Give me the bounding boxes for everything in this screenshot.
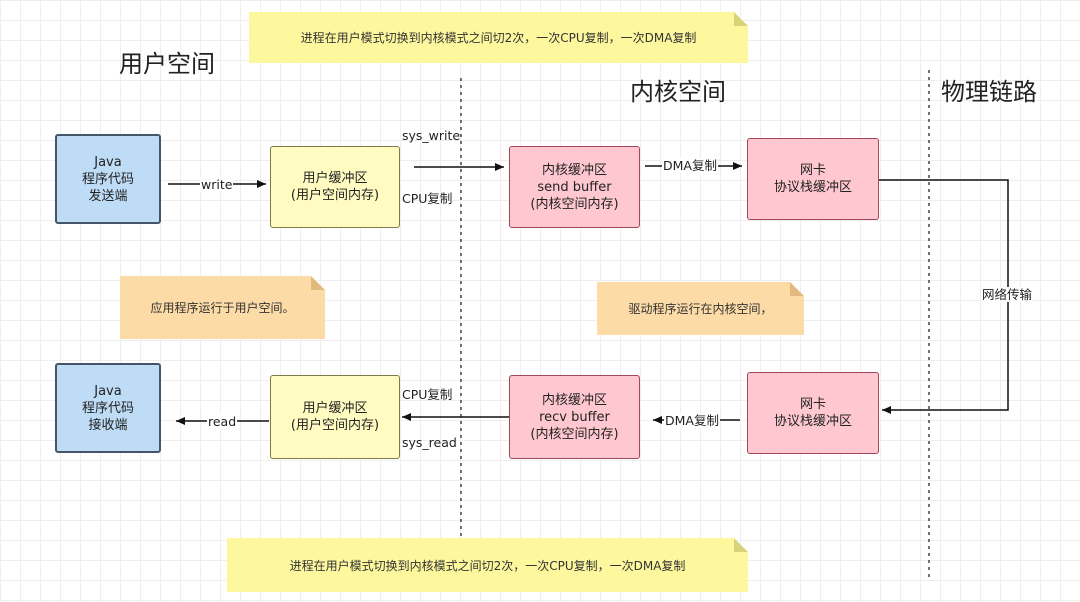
java-receiver-node: Java 程序代码 接收端	[55, 363, 161, 453]
read-label: read	[207, 414, 238, 429]
write-label: write	[200, 177, 234, 192]
cpu-copy-recv-label: CPU复制	[402, 387, 453, 402]
kernel-send-buffer-node: 内核缓冲区 send buffer (内核空间内存)	[509, 146, 640, 228]
physical-link-title: 物理链路	[941, 78, 1037, 106]
sys-read-label: sys_read	[402, 435, 457, 450]
bottom-note-text: 进程在用户模式切换到内核模式之间切2次，一次CPU复制，一次DMA复制	[289, 558, 686, 573]
nic-recv-node: 网卡 协议栈缓冲区	[747, 372, 879, 454]
dma-copy-send-label: DMA复制	[662, 158, 718, 173]
java-sender-node: Java 程序代码 发送端	[55, 134, 161, 224]
kernel-driver-note-text: 驱动程序运行在内核空间，	[628, 302, 773, 316]
kernel-driver-note: 驱动程序运行在内核空间，	[597, 282, 804, 335]
kernel-space-title: 内核空间	[630, 78, 726, 106]
network-transfer-label: 网络传输	[981, 287, 1034, 302]
cpu-copy-send-label: CPU复制	[402, 191, 453, 206]
bottom-note: 进程在用户模式切换到内核模式之间切2次，一次CPU复制，一次DMA复制	[227, 538, 748, 592]
user-buffer-recv-node: 用户缓冲区 (用户空间内存)	[270, 375, 400, 459]
nic-send-node: 网卡 协议栈缓冲区	[747, 138, 879, 220]
top-note-text: 进程在用户模式切换到内核模式之间切2次，一次CPU复制，一次DMA复制	[300, 31, 697, 45]
dma-copy-recv-label: DMA复制	[664, 413, 720, 428]
user-space-title: 用户空间	[119, 50, 215, 78]
kernel-recv-buffer-node: 内核缓冲区 recv buffer (内核空间内存)	[509, 375, 640, 459]
user-app-note: 应用程序运行于用户空间。	[120, 276, 325, 339]
sys-write-label: sys_write	[402, 128, 461, 143]
top-note: 进程在用户模式切换到内核模式之间切2次，一次CPU复制，一次DMA复制	[249, 12, 748, 63]
user-buffer-send-node: 用户缓冲区 (用户空间内存)	[270, 146, 400, 228]
user-app-note-text: 应用程序运行于用户空间。	[150, 301, 295, 315]
